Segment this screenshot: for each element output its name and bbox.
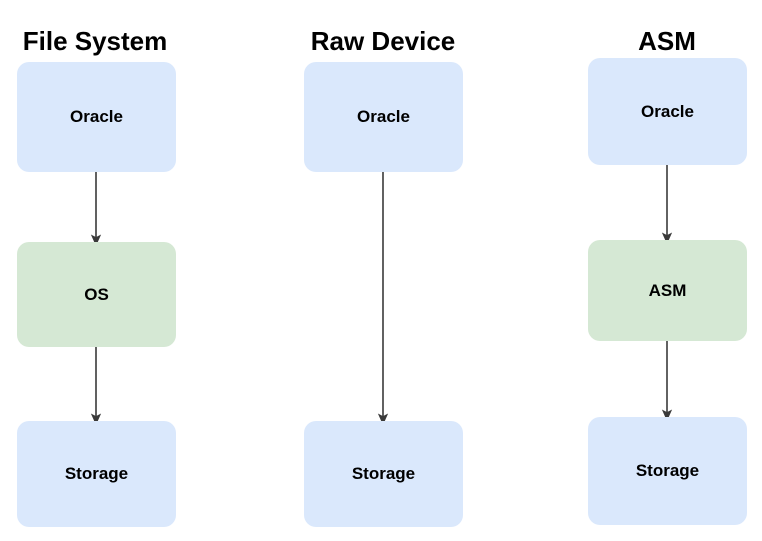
node-fs-os[interactable]: OS: [17, 242, 176, 347]
column-title-asm: ASM: [638, 26, 696, 56]
node-label-rd-oracle: Oracle: [357, 107, 410, 126]
node-label-asm-storage: Storage: [635, 461, 700, 480]
node-rd-oracle[interactable]: Oracle: [304, 62, 463, 172]
node-rd-storage[interactable]: Storage: [304, 421, 463, 527]
node-asm-storage[interactable]: Storage: [588, 417, 747, 525]
node-asm-oracle[interactable]: Oracle: [588, 58, 747, 165]
node-label-fs-storage: Storage: [64, 464, 129, 483]
node-label-asm-asm: ASM: [648, 280, 687, 300]
node-asm-asm[interactable]: ASM: [588, 240, 747, 341]
node-label-rd-storage: Storage: [351, 464, 416, 483]
node-label-fs-oracle: Oracle: [70, 107, 123, 126]
column-title-raw-device: Raw Device: [310, 26, 456, 56]
node-fs-oracle[interactable]: Oracle: [17, 62, 176, 172]
node-fs-storage[interactable]: Storage: [17, 421, 176, 527]
node-label-fs-os: OS: [84, 284, 109, 304]
column-title-file-system: File System: [22, 26, 168, 56]
node-label-asm-oracle: Oracle: [641, 101, 694, 121]
